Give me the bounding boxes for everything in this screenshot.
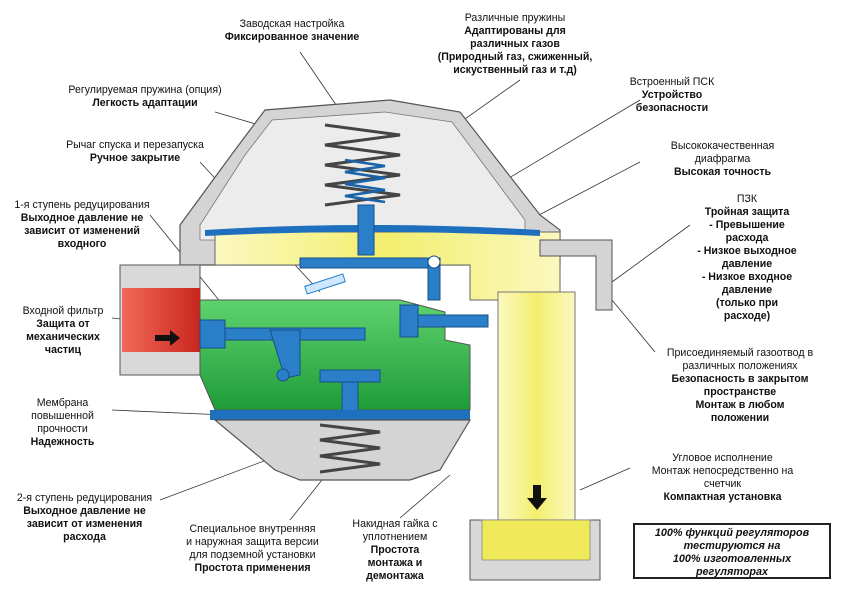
label-adjustable-spring: Регулируемая пружина (опция) Легкость ад…	[40, 84, 250, 110]
label-relief-valve: Встроенный ПСК Устройство безопасности	[612, 76, 732, 115]
label-stage2-line3: зависит от изменения	[26, 518, 143, 530]
label-lever: Рычаг спуска и перезапуска Ручное закрыт…	[35, 139, 235, 165]
label-pzk-line6: давление	[721, 258, 773, 270]
label-vent-line2: различных положениях	[682, 360, 798, 372]
label-springs: Различные пружины Адаптированы для разли…	[415, 12, 615, 77]
label-angle-line2: Монтаж непосредственно на	[651, 465, 794, 477]
label-pzk-line8: давление	[721, 284, 773, 296]
label-relief-line3: безопасности	[635, 102, 709, 114]
label-membrane-line1: Мембрана	[36, 397, 89, 409]
label-springs-line2: Адаптированы для	[464, 25, 566, 37]
inlet-red-zone	[122, 288, 200, 352]
label-vent: Присоединяемый газоотвод в различных пол…	[645, 347, 835, 425]
label-membrane-line3: прочности	[37, 423, 88, 435]
label-stage2-line4: расхода	[63, 531, 106, 543]
label-vent-line3: Безопасность в закрытом	[671, 373, 809, 385]
label-springs-line1: Различные пружины	[464, 12, 566, 24]
label-stage2-line2: Выходное давление не	[23, 505, 146, 517]
label-membrane-line4: Надежность	[30, 436, 95, 448]
label-diaphragm-line2: диафрагма	[694, 153, 751, 165]
label-pzk-line10: расходе)	[723, 310, 771, 322]
label-filter: Входной фильтр Защита от механических ча…	[8, 305, 118, 357]
label-protection-line1: Специальное внутренняя	[189, 523, 316, 535]
second-stage-lever	[269, 329, 381, 413]
label-adj-line1: Регулируемая пружина (опция)	[68, 84, 222, 96]
lower-spring	[319, 423, 381, 474]
label-pzk-line1: ПЗК	[736, 193, 758, 205]
label-protection: Специальное внутренняя и наружная защита…	[170, 523, 335, 575]
label-vent-line1: Присоединяемый газоотвод в	[666, 347, 814, 359]
label-stage1: 1-я ступень редуцирования Выходное давле…	[2, 199, 162, 251]
label-diaphragm-line3: Высокая точность	[673, 166, 772, 178]
label-pzk-line4: расхода	[725, 232, 769, 244]
flow-arrow-inlet	[155, 330, 180, 346]
label-angle-line3: счетчик	[703, 478, 742, 490]
label-membrane-line2: повышенной	[31, 410, 94, 422]
label-pzk-line3: - Превышение	[709, 219, 785, 231]
label-lever-line2: Ручное закрытие	[89, 152, 181, 164]
lever-mechanism	[299, 204, 441, 301]
note-line1: 100% функций регуляторов	[654, 527, 810, 539]
label-relief-line1: Встроенный ПСК	[629, 76, 715, 88]
label-springs-line3: различных газов	[470, 38, 560, 50]
label-vent-line4: пространстве	[703, 386, 777, 398]
relief-valve	[304, 273, 346, 295]
label-pzk-line2: Тройная защита	[704, 206, 790, 218]
label-factory-line2: Фиксированное значение	[224, 31, 360, 43]
label-nut-line5: демонтажа	[366, 570, 424, 582]
label-angle: Угловое исполнение Монтаж непосредственн…	[630, 452, 815, 504]
label-protection-line3: для подземной установки	[189, 549, 316, 561]
label-diaphragm-line1: Высококачественная	[670, 140, 775, 152]
label-pzk-line9: (только при	[716, 297, 778, 309]
label-nut-line2: уплотнением	[362, 531, 428, 543]
inner-spring	[344, 158, 386, 204]
outlet-chamber	[214, 231, 561, 301]
label-lever-line1: Рычаг спуска и перезапуска	[66, 139, 204, 151]
label-stage1-line3: зависит от изменений	[24, 225, 140, 237]
lower-diaphragm	[210, 410, 470, 420]
label-filter-line4: частиц	[44, 344, 82, 356]
label-relief-line2: Устройство	[641, 89, 703, 101]
label-nut-line1: Накидная гайка с	[352, 518, 438, 530]
label-membrane: Мембрана повышенной прочности Надежность	[10, 397, 115, 449]
note-line4: регуляторах	[695, 566, 769, 578]
label-vent-line6: положении	[710, 412, 770, 424]
label-springs-line4: (Природный газ, сжиженный,	[437, 51, 593, 63]
label-adj-line2: Легкость адаптации	[92, 97, 198, 109]
vent-connector	[539, 239, 613, 311]
label-stage2-line1: 2-я ступень редуцирования	[16, 492, 153, 504]
label-pzk-line5: - Низкое выходное	[697, 245, 797, 257]
label-angle-line4: Компактная установка	[663, 491, 782, 503]
label-pzk: ПЗК Тройная защита - Превышение расхода …	[672, 193, 822, 323]
label-diaphragm: Высококачественная диафрагма Высокая точ…	[640, 140, 805, 179]
note-line2: тестируются на	[683, 540, 781, 552]
outlet-poppet	[399, 304, 489, 338]
label-protection-line2: и наружная защита версии	[186, 536, 319, 548]
label-vent-line5: Монтаж в любом	[695, 399, 785, 411]
label-springs-line5: искуственный газ и т.д)	[453, 64, 577, 76]
label-filter-line2: Защита от	[36, 318, 90, 330]
label-angle-line1: Угловое исполнение	[672, 452, 773, 464]
label-filter-line1: Входной фильтр	[22, 305, 104, 317]
label-factory-setting: Заводская настройка Фиксированное значен…	[212, 18, 372, 44]
label-nut-line3: Простота	[370, 544, 420, 556]
label-factory-line1: Заводская настройка	[239, 18, 345, 30]
note-line3: 100% изготовленных	[672, 553, 792, 565]
label-nut: Накидная гайка с уплотнением Простота мо…	[340, 518, 450, 583]
label-protection-line4: Простота применения	[194, 562, 311, 574]
label-stage2: 2-я ступень редуцирования Выходное давле…	[2, 492, 167, 544]
lower-housing	[213, 419, 472, 481]
label-filter-line3: механических	[26, 331, 100, 343]
label-stage1-line2: Выходное давление не	[20, 212, 144, 224]
label-nut-line4: монтажа и	[367, 557, 423, 569]
label-pzk-line7: - Низкое входное	[701, 271, 793, 283]
outlet-pipe	[469, 291, 601, 581]
flow-arrow-outlet	[527, 485, 547, 510]
label-stage1-line1: 1-я ступень редуцирования	[14, 199, 150, 211]
label-stage1-line4: входного	[57, 238, 107, 250]
testing-note-box: 100% функций регуляторов тестируются на …	[633, 523, 831, 579]
